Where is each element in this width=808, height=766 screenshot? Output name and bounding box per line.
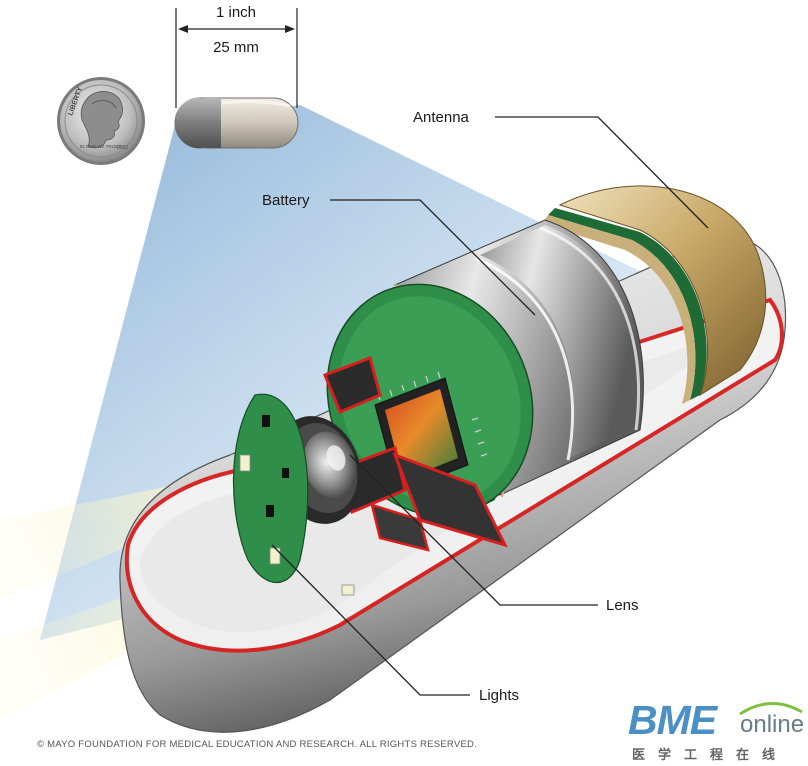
logo-arc-icon [739,702,803,716]
copyright-notice: © MAYO FOUNDATION FOR MEDICAL EDUCATION … [37,739,478,750]
lens-callout-line [349,454,598,606]
antenna-callout-line [495,116,709,229]
logo-suffix-text: online [740,711,805,738]
dime-coin-icon: LIBERTY IN GOD WE TRUST 2002 [57,77,145,165]
antenna-cap [542,185,767,404]
dimension-inch-label: 1 inch [216,4,256,21]
actual-size-pill [174,97,299,149]
dimension-bracket: 1 inch 25 mm [175,4,298,108]
coin-year-text: 2002 [117,145,128,151]
lights-callout-line [271,544,470,696]
lens-label: Lens [606,597,639,614]
logo-brand-text: BME [628,697,717,743]
battery-label: Battery [262,192,310,209]
lights-label: Lights [479,687,519,704]
antenna-label: Antenna [413,109,470,126]
bme-online-logo: BME online 医学工程在线 [628,698,806,764]
coin-trust-text: IN GOD WE TRUST [80,144,121,149]
logo-chinese-text: 医学工程在线 [632,748,789,763]
led-ring-board [232,393,355,596]
battery-callout-line [330,199,536,316]
dimension-mm-label: 25 mm [213,39,259,56]
